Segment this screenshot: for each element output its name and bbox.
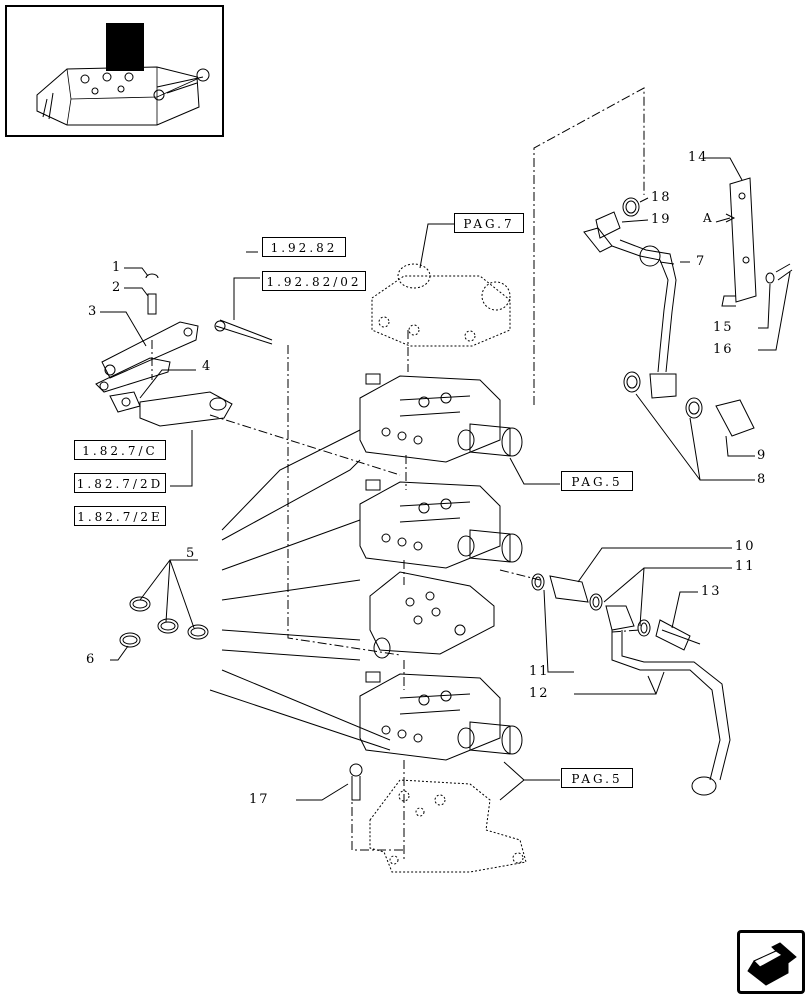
ref-box-1-92-82[interactable]: 1.92.82 (262, 237, 346, 257)
callout-19: 19 (651, 212, 672, 227)
valve-section-3 (359, 671, 523, 761)
intermediate-plate (369, 571, 495, 659)
next-page-arrow-icon (747, 942, 797, 986)
ref-box-1-82-7-c[interactable]: 1.82.7/C (74, 440, 166, 460)
callout-8: 8 (757, 472, 768, 487)
callout-1: 1 (112, 260, 123, 275)
assembly-thumbnail-icon (36, 23, 210, 126)
ref-box-pag-5-lower[interactable]: PAG.5 (561, 768, 633, 788)
valve-section-1 (359, 373, 523, 463)
callout-11-left: 11 (529, 664, 550, 679)
ref-box-1-92-82-02[interactable]: 1.92.82/02 (262, 271, 366, 291)
callout-10: 10 (735, 539, 756, 554)
callout-17: 17 (249, 792, 270, 807)
next-page-button[interactable] (737, 930, 805, 994)
leader-lines (100, 157, 791, 801)
callout-5: 5 (186, 546, 197, 561)
callout-2: 2 (112, 280, 123, 295)
callout-4: 4 (202, 359, 213, 374)
ref-box-1-82-7-2d[interactable]: 1.82.7/2D (74, 473, 166, 493)
ref-box-pag-7[interactable]: PAG.7 (454, 213, 524, 233)
assembly-thumbnail (5, 5, 224, 137)
ref-box-pag-5-upper[interactable]: PAG.5 (561, 471, 633, 491)
lower-pipe-group (531, 573, 731, 796)
o-rings (119, 596, 209, 648)
assembly-lines (151, 87, 645, 860)
callout-6: 6 (86, 652, 97, 667)
callout-13: 13 (701, 584, 722, 599)
callout-9: 9 (757, 448, 768, 463)
callout-14: 14 (688, 150, 709, 165)
callout-12: 12 (529, 686, 550, 701)
callout-15: 15 (713, 320, 734, 335)
callout-3: 3 (88, 304, 99, 319)
top-cover-block (371, 263, 511, 347)
valve-section-2 (359, 479, 523, 569)
ref-box-1-82-7-2e[interactable]: 1.82.7/2E (74, 506, 166, 526)
bottom-end-plate (369, 779, 527, 873)
bolt-17 (349, 763, 363, 801)
callout-7: 7 (696, 254, 707, 269)
upper-pipe-group (583, 177, 793, 437)
callout-16: 16 (713, 342, 734, 357)
callout-11-right: 11 (735, 559, 756, 574)
callout-18: 18 (651, 190, 672, 205)
view-letter-a: A (703, 211, 712, 225)
lever-assembly (95, 273, 273, 427)
